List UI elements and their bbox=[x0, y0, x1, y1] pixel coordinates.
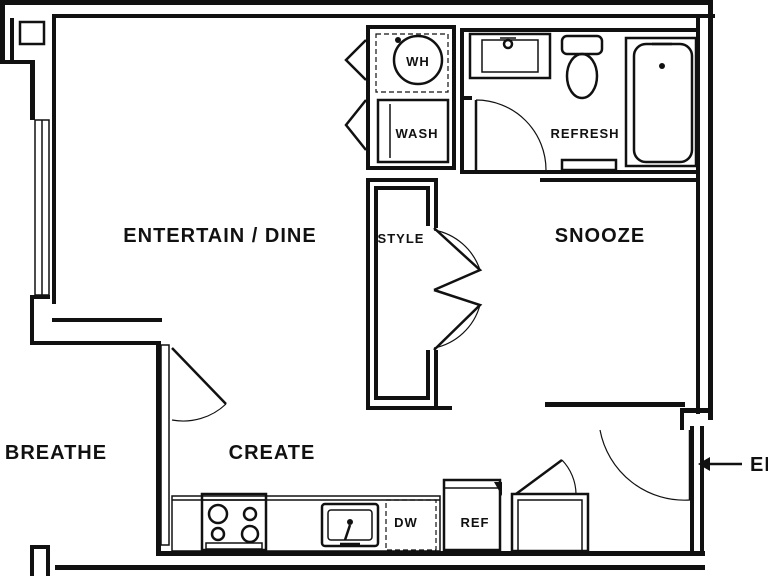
balcony-door bbox=[171, 347, 227, 422]
room-label-breathe: BREATHE bbox=[5, 442, 107, 464]
bathroom-sink bbox=[468, 32, 552, 80]
room-label-entertain-dine: ENTERTAIN / DINE bbox=[123, 225, 316, 247]
kitchen-sink bbox=[320, 502, 380, 548]
washer bbox=[376, 98, 450, 164]
room-label-wash: WASH bbox=[396, 126, 439, 141]
entry-arrow-icon bbox=[698, 457, 742, 471]
room-label-wh: WH bbox=[406, 54, 430, 69]
room-label-create: CREATE bbox=[229, 442, 316, 464]
entry-door bbox=[599, 429, 692, 501]
bathtub bbox=[624, 36, 698, 168]
interior-walls bbox=[366, 25, 700, 410]
exterior-walls bbox=[0, 0, 715, 576]
room-label-refresh: REFRESH bbox=[550, 126, 619, 141]
water-heater bbox=[375, 33, 449, 93]
range-stove bbox=[200, 492, 268, 552]
dishwasher bbox=[385, 499, 437, 551]
room-label-ref: REF bbox=[461, 515, 490, 530]
pantry-closet bbox=[510, 458, 590, 553]
room-label-dw: DW bbox=[394, 515, 418, 530]
refrigerator bbox=[442, 478, 502, 552]
bathroom-door bbox=[474, 99, 547, 172]
bath-vanity-shelf bbox=[560, 158, 618, 172]
toilet bbox=[560, 34, 604, 100]
laundry-door bbox=[344, 39, 367, 151]
entry-label: EN bbox=[750, 454, 768, 476]
room-label-style: STYLE bbox=[378, 231, 425, 246]
closet-bifold-door bbox=[433, 227, 483, 351]
room-label-snooze: SNOOZE bbox=[555, 225, 645, 247]
